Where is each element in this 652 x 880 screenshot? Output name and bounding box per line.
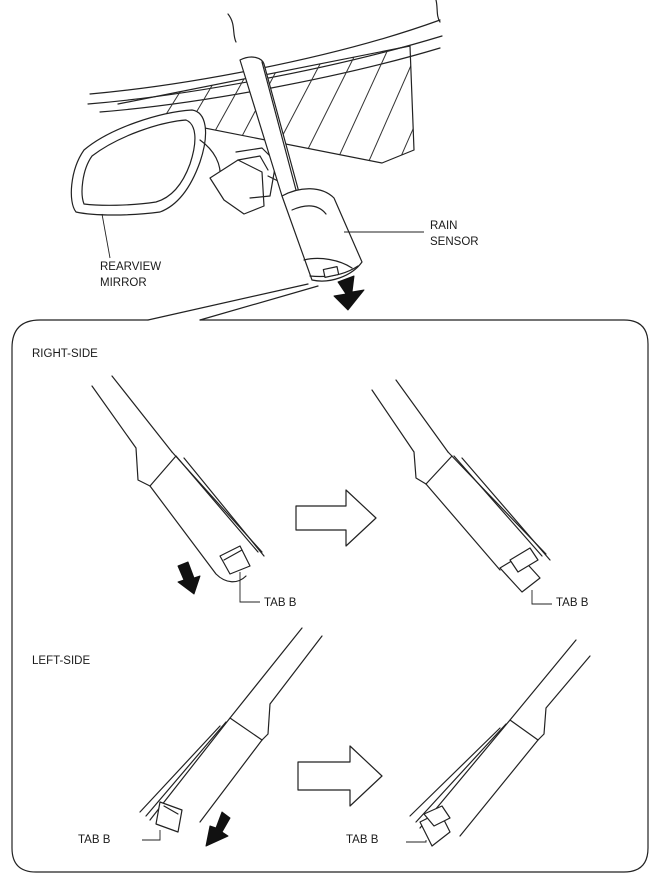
- right-side-step2: TAB B: [371, 379, 589, 609]
- windshield-overview: RAIN SENSOR REARVIEW MIRROR: [70, 0, 479, 311]
- rearview-mirror-leader: [101, 213, 111, 259]
- tab-b-label-left2: TAB B: [346, 834, 379, 846]
- detail-callout: [11, 283, 649, 873]
- left-side-heading: LEFT-SIDE: [32, 655, 90, 667]
- pull-direction-arrow-left: [205, 811, 231, 847]
- rearview-mirror-label-line2: MIRROR: [100, 277, 147, 289]
- right-side-step1: TAB B: [91, 375, 297, 609]
- rearview-mirror: [70, 109, 283, 216]
- pull-direction-arrow: [177, 561, 201, 595]
- tab-b-label-right2: TAB B: [556, 597, 589, 609]
- remove-direction-arrow: [333, 275, 365, 311]
- tab-b-label-left1: TAB B: [78, 834, 111, 846]
- left-side-step2: TAB B: [346, 639, 591, 847]
- rain-sensor-cover: [239, 56, 363, 282]
- rearview-mirror-label-line1: REARVIEW: [100, 261, 161, 273]
- left-side-step1: TAB B: [78, 627, 323, 847]
- left-side-next-arrow: [297, 745, 383, 807]
- right-side-next-arrow: [295, 489, 377, 547]
- rain-sensor-label-line1: RAIN: [430, 220, 457, 232]
- rain-sensor-label-line2: SENSOR: [430, 236, 479, 248]
- tab-b-label-right1: TAB B: [264, 597, 297, 609]
- right-side-heading: RIGHT-SIDE: [32, 348, 98, 360]
